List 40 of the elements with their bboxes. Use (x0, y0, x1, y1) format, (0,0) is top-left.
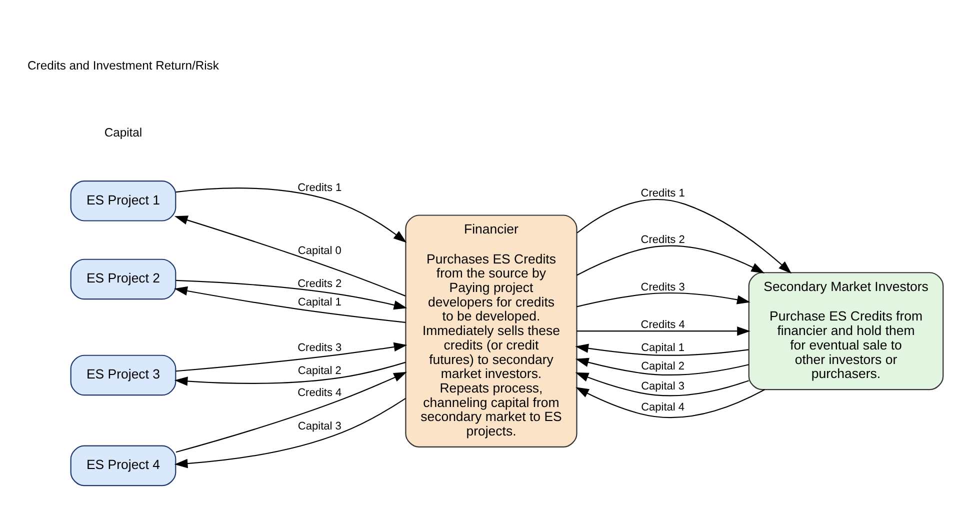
edge-label: Credits 4 (298, 387, 342, 400)
node-box: Financier Purchases ES Credits from the source by Paying project developers for credits to be developed. Immediately sells these credits (or credit futures) to secondary market investors. Repeats process, channeling capital from secondary market to ES projects. (405, 214, 578, 448)
arrow (575, 372, 749, 396)
edge-label: Capital 4 (641, 402, 685, 414)
arrow (576, 292, 750, 308)
edge-label: Capital 3 (641, 380, 685, 393)
arrow (575, 358, 749, 376)
arrow (576, 326, 750, 336)
arrow (174, 398, 406, 468)
arrow (576, 199, 792, 274)
arrow (174, 286, 406, 324)
edge-label: Credits 1 (298, 182, 342, 194)
edge-label: Capital 1 (641, 342, 685, 354)
edge-label: Capital 2 (298, 365, 342, 378)
node-box: Secondary Market Investors Purchase ES Credits from financier and hold them for eventual sale to other investors or purchasers. (748, 272, 944, 390)
arrow (176, 280, 408, 310)
edge-label: Credits 1 (640, 187, 685, 200)
edge-label: Credits 3 (640, 281, 685, 294)
edge-label: Credits 4 (640, 318, 685, 331)
edge-label: Capital 2 (641, 360, 685, 373)
arrow (176, 188, 407, 243)
edge-label: Credits 2 (640, 234, 685, 246)
node-box: ES Project 1 (70, 180, 176, 222)
node-box: ES Project 2 (70, 258, 176, 300)
arrow (174, 216, 406, 296)
arrow (576, 245, 765, 276)
node-box: ES Project 4 (70, 445, 176, 486)
arrow (575, 344, 749, 356)
edge-label: Capital 3 (298, 420, 342, 432)
edge-label: Credits 2 (298, 278, 342, 290)
label: Capital (104, 126, 142, 140)
node-box: ES Project 3 (70, 354, 176, 396)
edge-label: Capital 1 (298, 296, 342, 309)
arrow (176, 372, 407, 453)
arrow (176, 342, 408, 372)
edge-label: Credits 3 (298, 342, 342, 354)
arrow (576, 387, 765, 418)
edge-label: Capital 0 (298, 244, 342, 257)
arrow (174, 362, 406, 386)
label: Credits and Investment Return/Risk (28, 58, 219, 72)
